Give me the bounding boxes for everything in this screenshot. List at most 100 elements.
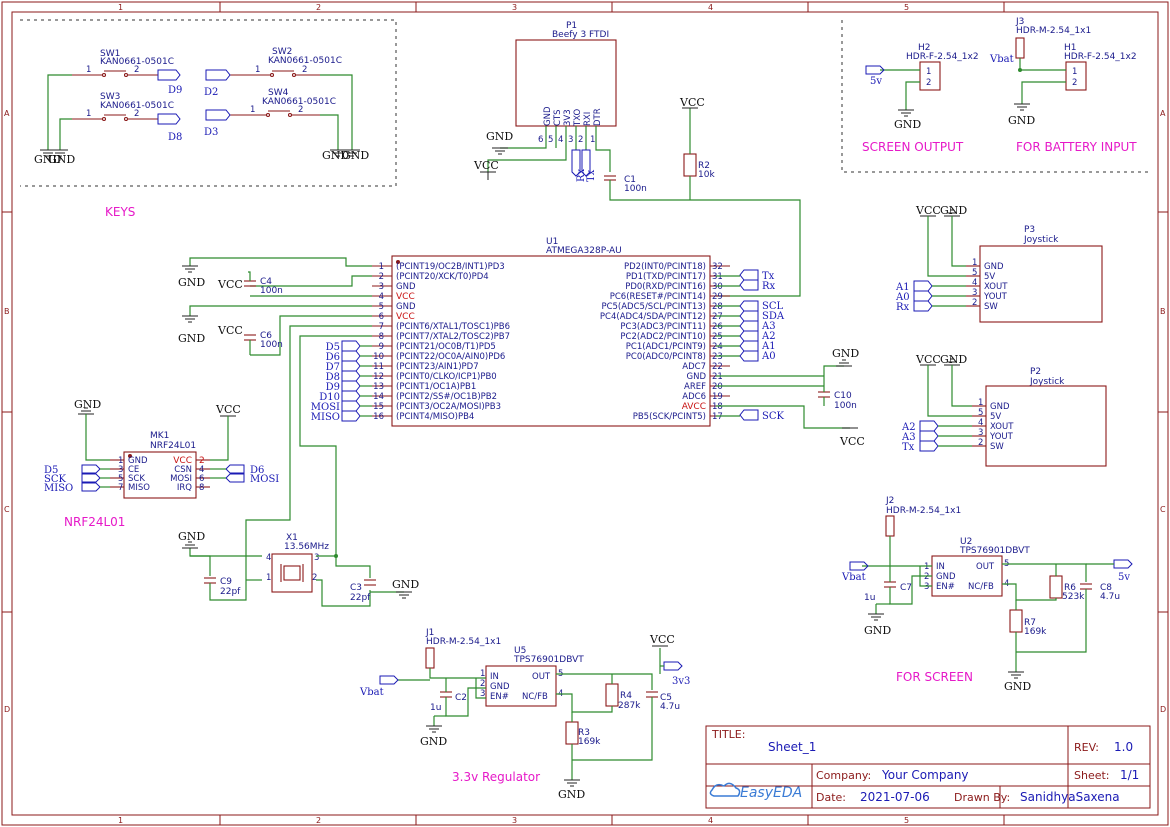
p1-ftdi-header[interactable]: P1 Beefy 3 FTDI GND CTS 3V3 TXO RXI DTR … [515, 21, 617, 145]
net-mosi: MOSI [250, 474, 279, 485]
svg-text:2: 2 [298, 105, 303, 115]
mk1-nrf24l01[interactable]: MK1 NRF24L01 [123, 431, 197, 499]
svg-text:13.56MHz: 13.56MHz [284, 542, 329, 552]
u2-regulator[interactable]: U2 TPS76901DBVT IN GND EN# OUT NC/FB 123… [924, 537, 1030, 597]
u1-pin-name: VCC [396, 312, 415, 322]
svg-text:IN: IN [936, 562, 945, 572]
drawn-label: Drawn By: [954, 791, 1010, 804]
sw2-value: KAN0661-0501C [268, 56, 342, 66]
p2-pin-name: YOUT [989, 432, 1014, 442]
svg-text:U5: U5 [514, 646, 526, 656]
date-label: Date: [816, 791, 846, 804]
sw2-ref: SW2 [272, 47, 292, 57]
frame-row-c-right: C [1160, 505, 1166, 514]
gnd-label: GND [342, 149, 369, 162]
c3-capacitor[interactable]: C3 22pf [350, 579, 376, 603]
gnd-label: GND [178, 530, 205, 543]
mk1-pin-name: SCK [128, 474, 145, 484]
svg-text:1u: 1u [864, 593, 875, 603]
net-5v: 5v [870, 76, 882, 87]
svg-text:EN#: EN# [936, 582, 955, 592]
net-rx: Rx [576, 168, 587, 182]
p2-joystick[interactable]: P2 Joystick [985, 367, 1107, 467]
net-tx: Tx [586, 169, 597, 182]
p1-ref: P1 [566, 21, 577, 31]
p3-pin-num: 1 [972, 258, 977, 268]
section-for-screen: FOR SCREEN [896, 670, 973, 684]
c7-capacitor[interactable]: C7 1u [864, 581, 912, 603]
p3-pin-num: 5 [972, 268, 977, 278]
svg-text:CTS: CTS [553, 109, 563, 126]
c5-capacitor[interactable]: C5 4.7u [646, 691, 680, 712]
h1-header[interactable]: H1 HDR-F-2.54_1x2 12 [1064, 43, 1137, 91]
svg-text:2: 2 [926, 78, 931, 88]
p3-joystick[interactable]: P3 Joystick [979, 225, 1103, 323]
net-d3: D3 [204, 127, 218, 138]
p3-pin-name: XOUT [984, 282, 1008, 292]
svg-text:C3: C3 [350, 583, 362, 593]
u1-pin-name: (PCINT3/OC2A/MOSI)PB3 [396, 402, 501, 412]
net-a3: A3 [761, 321, 776, 332]
r3-resistor[interactable]: R3 169k [565, 721, 601, 747]
h2-header[interactable]: H2 HDR-F-2.54_1x2 12 [906, 43, 979, 91]
svg-text:3V3: 3V3 [563, 109, 573, 126]
vcc-label: VCC [839, 435, 865, 448]
c2-capacitor[interactable]: C2 1u [430, 691, 467, 713]
r6-resistor[interactable]: R6 523k [1049, 575, 1085, 602]
gnd-label: GND [322, 149, 349, 162]
svg-text:2: 2 [1072, 78, 1077, 88]
section-screen-output: SCREEN OUTPUT [862, 140, 964, 154]
u1-pin-num: 28 [712, 302, 723, 312]
u5-regulator[interactable]: U5 TPS76901DBVT IN GND EN# OUT NC/FB 123… [480, 646, 584, 707]
j2-header[interactable]: J2 HDR-M-2.54_1x1 [885, 496, 961, 537]
svg-text:OUT: OUT [976, 562, 995, 572]
svg-text:1: 1 [266, 573, 271, 583]
rev-value: 1.0 [1114, 740, 1133, 754]
gnd-label: GND [558, 788, 585, 801]
d8-port [157, 113, 181, 125]
u1-atmega328p[interactable]: U1 ATMEGA328P-AU [391, 237, 711, 427]
j1-header[interactable]: J1 HDR-M-2.54_1x1 [425, 628, 501, 669]
gnd-label: GND [894, 118, 921, 131]
net-mosi: MOSI [311, 402, 340, 413]
u1-pin-num: 4 [379, 292, 384, 302]
frame-col-4: 4 [708, 3, 713, 12]
u1-pin-num: 30 [712, 282, 723, 292]
title-label: TITLE: [711, 728, 745, 741]
svg-text:2: 2 [924, 572, 929, 582]
sw1-value: KAN0661-0501C [100, 57, 174, 67]
u1-pin-num: 15 [373, 402, 384, 412]
u1-pin-num: 11 [373, 362, 384, 372]
svg-text:C2: C2 [455, 693, 467, 703]
svg-text:TPS76901DBVT: TPS76901DBVT [513, 655, 584, 665]
p2-pin-name: SW [990, 442, 1004, 452]
u1-pin-num: 17 [712, 412, 723, 422]
net-d9: D9 [168, 85, 182, 96]
svg-text:EN#: EN# [490, 692, 509, 702]
svg-text:X1: X1 [286, 533, 298, 543]
net-d6: D6 [250, 465, 264, 476]
mk1-pin-num: 8 [199, 483, 204, 493]
svg-text:2: 2 [312, 573, 317, 583]
svg-text:22pf: 22pf [350, 593, 371, 603]
svg-text:DTR: DTR [593, 108, 603, 126]
u1-pins: 1(PCINT19/OC2B/INT1)PD32(PCINT20/XCK/T0)… [372, 262, 730, 422]
u1-pin-num: 2 [379, 272, 384, 282]
vcc-label: VCC [915, 204, 941, 217]
u1-pin-num: 7 [379, 322, 384, 332]
u1-pin-name: (PCINT6/XTAL1/TOSC1)PB6 [396, 322, 510, 332]
u1-pin-name: (PCINT22/OC0A/AIN0)PD6 [396, 352, 505, 362]
u1-pin-name: (PCINT1/OC1A)PB1 [396, 382, 476, 392]
r2-resistor[interactable]: R2 10k [683, 153, 715, 180]
svg-text:4.7u: 4.7u [1100, 592, 1120, 602]
title-value: Sheet_1 [768, 740, 816, 754]
section-battery-input: FOR BATTERY INPUT [1016, 140, 1137, 154]
svg-text:HDR-M-2.54_1x1: HDR-M-2.54_1x1 [426, 637, 501, 647]
r4-resistor[interactable]: R4 287k [605, 683, 641, 711]
svg-text:HDR-M-2.54_1x1: HDR-M-2.54_1x1 [886, 506, 961, 516]
